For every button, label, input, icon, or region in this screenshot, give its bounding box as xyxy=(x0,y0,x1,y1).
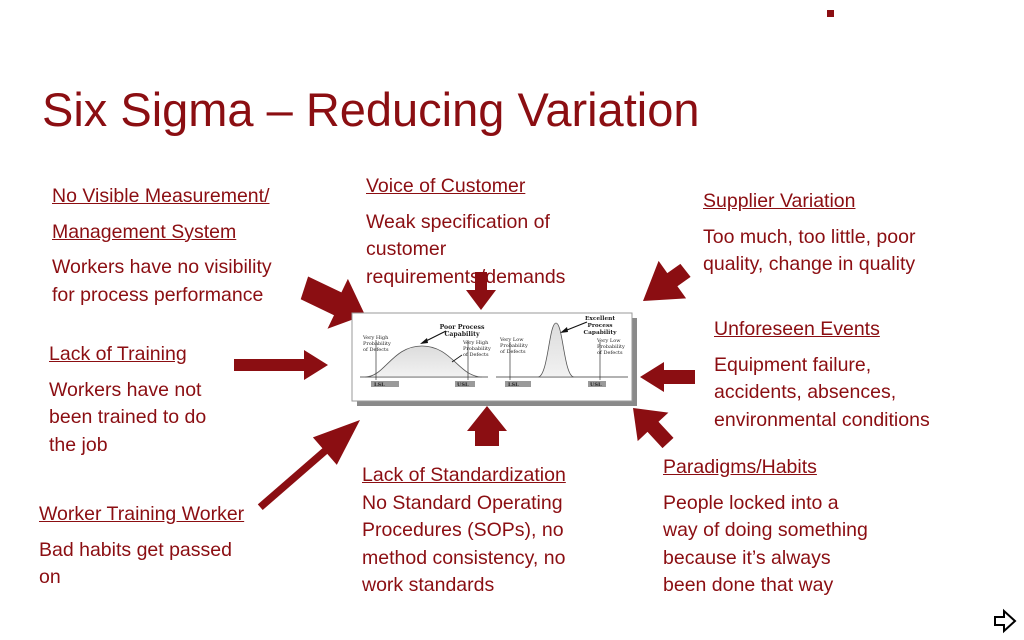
arrow-from-measurement xyxy=(300,276,365,329)
cause-text: been done that way xyxy=(663,574,834,596)
poor-lsl-label: LSL xyxy=(374,382,385,388)
cause-paradigms-habits: Paradigms/Habits People locked into a wa… xyxy=(663,454,868,600)
poor-capability-panel: Poor Process Capability Very High Probab… xyxy=(360,324,491,388)
excellent-note-left-3: of Defects xyxy=(500,349,526,355)
poor-note-right-3: of Defects xyxy=(463,352,489,358)
cause-text: quality, change in quality xyxy=(703,253,916,275)
poor-caption-2: Capability xyxy=(444,331,480,338)
cause-text: for process performance xyxy=(52,283,264,306)
cause-text: Procedures (SOPs), no xyxy=(362,519,564,541)
excellent-note-right-3: of Defects xyxy=(597,350,623,356)
excellent-capability-panel: Excellent Process Capability Very Low Pr… xyxy=(496,316,628,388)
cause-heading: No Visible Measurement/ xyxy=(52,185,270,207)
cause-heading: Supplier Variation xyxy=(703,190,856,212)
cause-text: environmental conditions xyxy=(714,408,930,431)
arrow-from-training xyxy=(234,350,328,380)
excellent-note-right-2: Probability xyxy=(597,344,625,350)
arrow-right-icon xyxy=(994,608,1017,634)
cause-text: on xyxy=(39,566,61,588)
poor-note-right-2: Probability xyxy=(463,346,491,352)
cause-text: requirements/demands xyxy=(366,265,566,288)
cause-text: Weak specification of xyxy=(366,210,550,233)
cause-measurement: No Visible Measurement/ Management Syste… xyxy=(52,183,272,309)
cause-text: customer xyxy=(366,238,447,260)
poor-caption-1: Poor Process xyxy=(440,324,485,331)
cause-text: Bad habits get passed xyxy=(39,538,232,561)
cause-worker-training-worker: Worker Training Worker Bad habits get pa… xyxy=(39,501,244,592)
next-slide-button[interactable] xyxy=(992,608,1018,634)
cause-heading: Lack of Training xyxy=(49,343,187,365)
cause-text: No Standard Operating xyxy=(362,491,563,514)
arrow-from-worker xyxy=(257,420,360,510)
cause-text: Workers have not xyxy=(49,378,202,401)
cause-text: work standards xyxy=(362,574,495,596)
cause-lack-of-standardization: Lack of Standardization No Standard Oper… xyxy=(362,462,566,600)
cause-supplier-variation: Supplier Variation Too much, too little,… xyxy=(703,188,915,279)
cause-lack-of-training: Lack of Training Workers have not been t… xyxy=(49,341,206,459)
poor-note-right-1: Very High xyxy=(462,340,489,346)
arrow-from-supplier xyxy=(643,260,691,301)
excellent-note-left-1: Very Low xyxy=(499,337,524,343)
excellent-caption-2: Process xyxy=(587,323,613,329)
cause-text: been trained to do xyxy=(49,406,207,428)
cause-heading: Management System xyxy=(52,220,237,243)
poor-note-left-2: Probability xyxy=(363,341,391,347)
corner-dot xyxy=(827,10,834,17)
process-capability-figure: Poor Process Capability Very High Probab… xyxy=(351,312,637,406)
arrow-from-paradigms xyxy=(633,408,674,449)
cause-text: Workers have no visibility xyxy=(52,256,272,278)
cause-heading: Lack of Standardization xyxy=(362,464,566,486)
cause-heading: Worker Training Worker xyxy=(39,503,245,525)
cause-heading: Paradigms/Habits xyxy=(663,456,817,478)
excellent-note-left-2: Probability xyxy=(500,343,528,349)
cause-text: Equipment failure, xyxy=(714,353,872,376)
arrow-from-standardization xyxy=(467,406,507,446)
cause-unforeseen-events: Unforeseen Events Equipment failure, acc… xyxy=(714,316,930,434)
cause-text: Too much, too little, poor xyxy=(703,225,916,248)
cause-text: accidents, absences, xyxy=(714,381,897,403)
cause-heading: Voice of Customer xyxy=(366,175,526,197)
slide-title: Six Sigma – Reducing Variation xyxy=(42,83,700,136)
poor-note-left-1: Very High xyxy=(362,335,389,341)
arrow-from-voice xyxy=(466,272,496,310)
excellent-lsl-label: LSL xyxy=(508,382,519,388)
cause-text: the job xyxy=(49,433,108,456)
poor-usl-label: USL xyxy=(457,382,469,388)
cause-text: People locked into a xyxy=(663,491,839,514)
cause-voice-of-customer: Voice of Customer Weak specification of … xyxy=(366,173,565,291)
excellent-caption-1: Excellent xyxy=(585,316,615,322)
arrow-from-unforeseen xyxy=(640,362,695,392)
excellent-note-right-1: Very Low xyxy=(596,338,621,344)
cause-heading: Unforeseen Events xyxy=(714,318,880,340)
cause-text: way of doing something xyxy=(663,519,868,541)
excellent-caption-3: Capability xyxy=(584,330,618,336)
poor-note-left-3: of Defects xyxy=(363,347,389,353)
excellent-usl-label: USL xyxy=(590,382,602,388)
cause-text: method consistency, no xyxy=(362,546,566,569)
cause-text: because it’s always xyxy=(663,546,831,569)
